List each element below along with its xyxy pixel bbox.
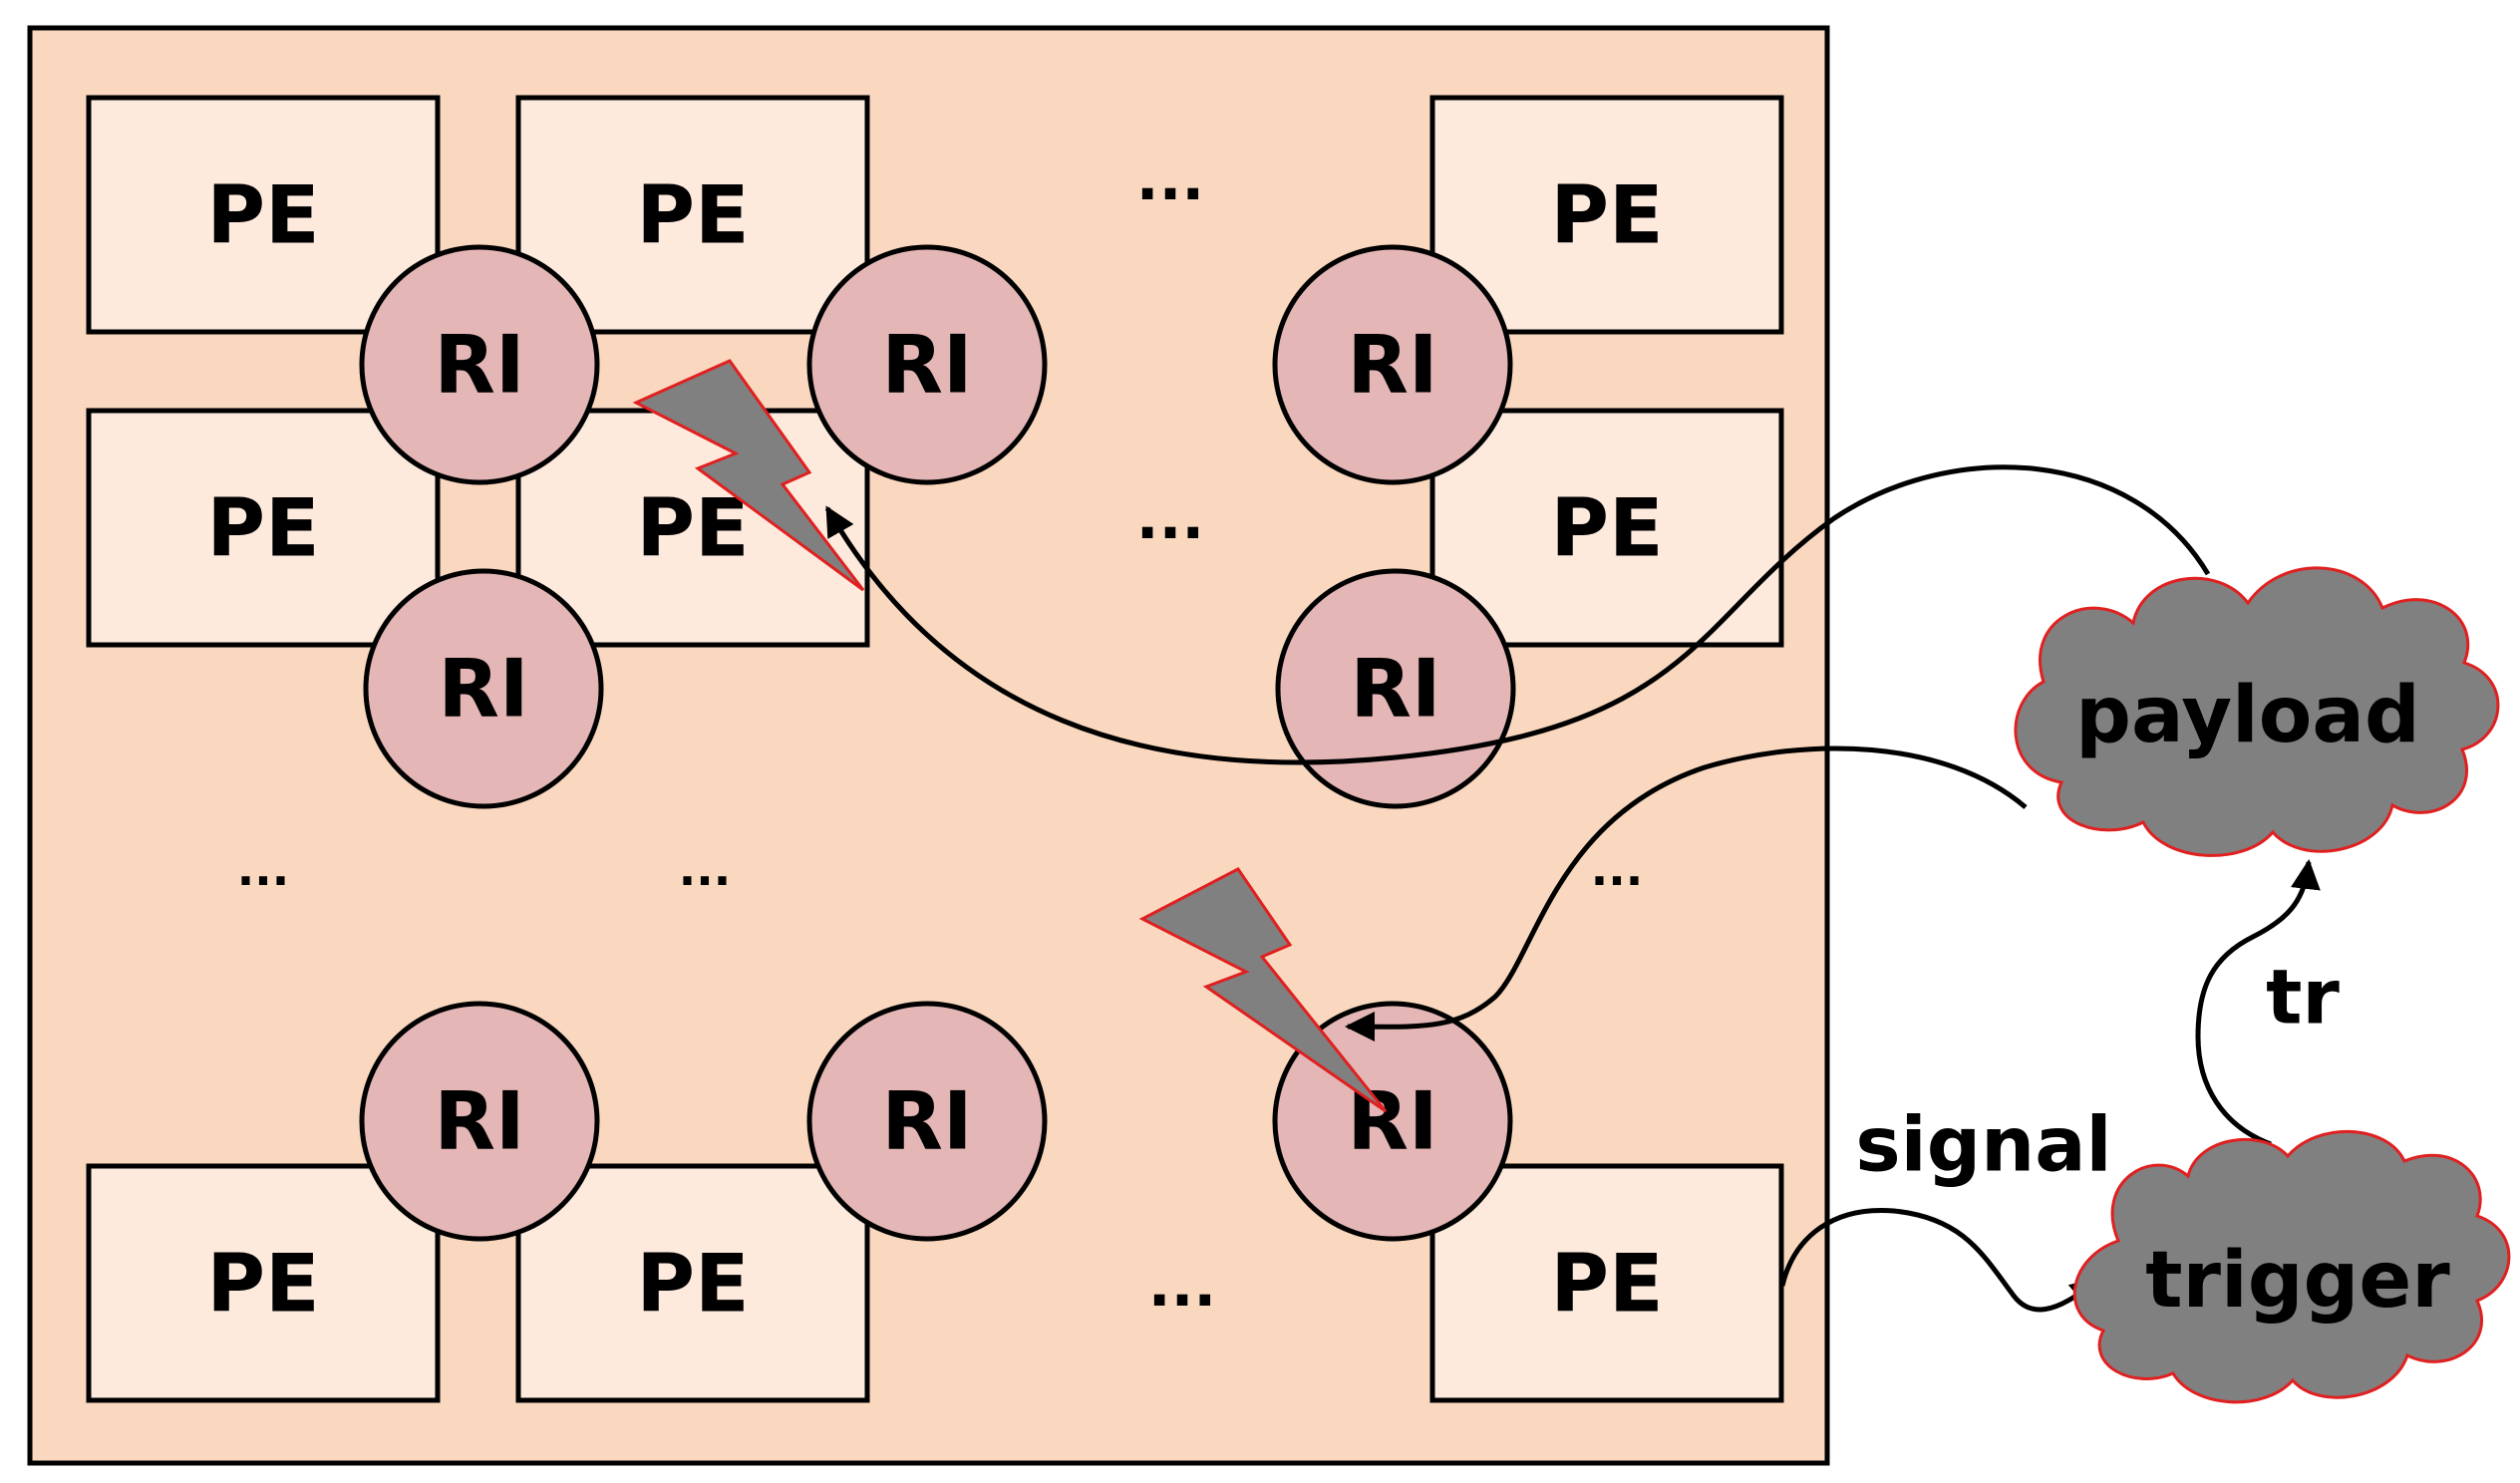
pe-label: PE — [1550, 1238, 1663, 1331]
tr-label: tr — [2266, 953, 2340, 1041]
pe-label: PE — [206, 482, 319, 575]
pe-row2-col1: PE — [86, 408, 441, 648]
cloud-icon — [2072, 1129, 2511, 1404]
pe-label: PE — [206, 1238, 319, 1331]
pe-row3-col1: PE — [86, 1163, 441, 1403]
ri-label: RI — [1350, 643, 1440, 736]
pe-row3-col3: PE — [1429, 1163, 1784, 1403]
ri-row1-col3: RI — [1272, 244, 1513, 485]
lightning-bolt-icon — [632, 359, 865, 592]
pe-row3-col2: PE — [515, 1163, 870, 1403]
ri-label: RI — [438, 643, 528, 736]
pe-row1-col3: PE — [1429, 95, 1784, 335]
ri-row3-col1: RI — [359, 1001, 600, 1242]
payload-label: payload — [2075, 671, 2420, 760]
ellipsis-row2: ... — [1136, 483, 1204, 553]
ri-label: RI — [881, 1075, 972, 1168]
pe-label: PE — [636, 1238, 749, 1331]
ri-label: RI — [1347, 319, 1437, 412]
ri-label: RI — [881, 319, 972, 412]
ellipsis-mid-col3: ... — [1591, 842, 1643, 896]
pe-label: PE — [636, 169, 749, 262]
ri-label: RI — [434, 319, 524, 412]
cloud-icon — [2014, 566, 2500, 857]
payload-to-pe-arrow — [824, 464, 2211, 765]
signal-arrow — [1779, 1207, 2101, 1313]
pe-row1-col1: PE — [86, 95, 441, 335]
pe-row2-col3: PE — [1429, 408, 1784, 648]
pe-label: PE — [636, 482, 749, 575]
ri-row2-col3: RI — [1275, 568, 1516, 809]
trigger-cloud: trigger — [2072, 1129, 2511, 1404]
ri-row3-col2: RI — [806, 1001, 1048, 1242]
ellipsis-mid-col2: ... — [679, 842, 731, 896]
lightning-bolt-icon — [1138, 867, 1388, 1113]
pe-label: PE — [1550, 482, 1663, 575]
pe-label: PE — [1550, 169, 1663, 262]
ri-row1-col1: RI — [359, 244, 600, 485]
payload-cloud: payload — [2014, 566, 2500, 857]
ri-row1-col2: RI — [806, 244, 1048, 485]
tr-arrow — [2195, 859, 2321, 1147]
pe-row1-col2: PE — [515, 95, 870, 335]
ellipsis-mid-col1: ... — [237, 842, 289, 896]
signal-label: signal — [1855, 1100, 2111, 1189]
ellipsis-row3: ... — [1148, 1251, 1216, 1321]
payload-to-ri-arrow — [1345, 745, 2028, 1042]
ri-row2-col1: RI — [363, 568, 604, 809]
ri-label: RI — [434, 1075, 524, 1168]
ellipsis-row1: ... — [1136, 145, 1204, 214]
trigger-label: trigger — [2145, 1236, 2450, 1326]
pe-label: PE — [206, 169, 319, 262]
